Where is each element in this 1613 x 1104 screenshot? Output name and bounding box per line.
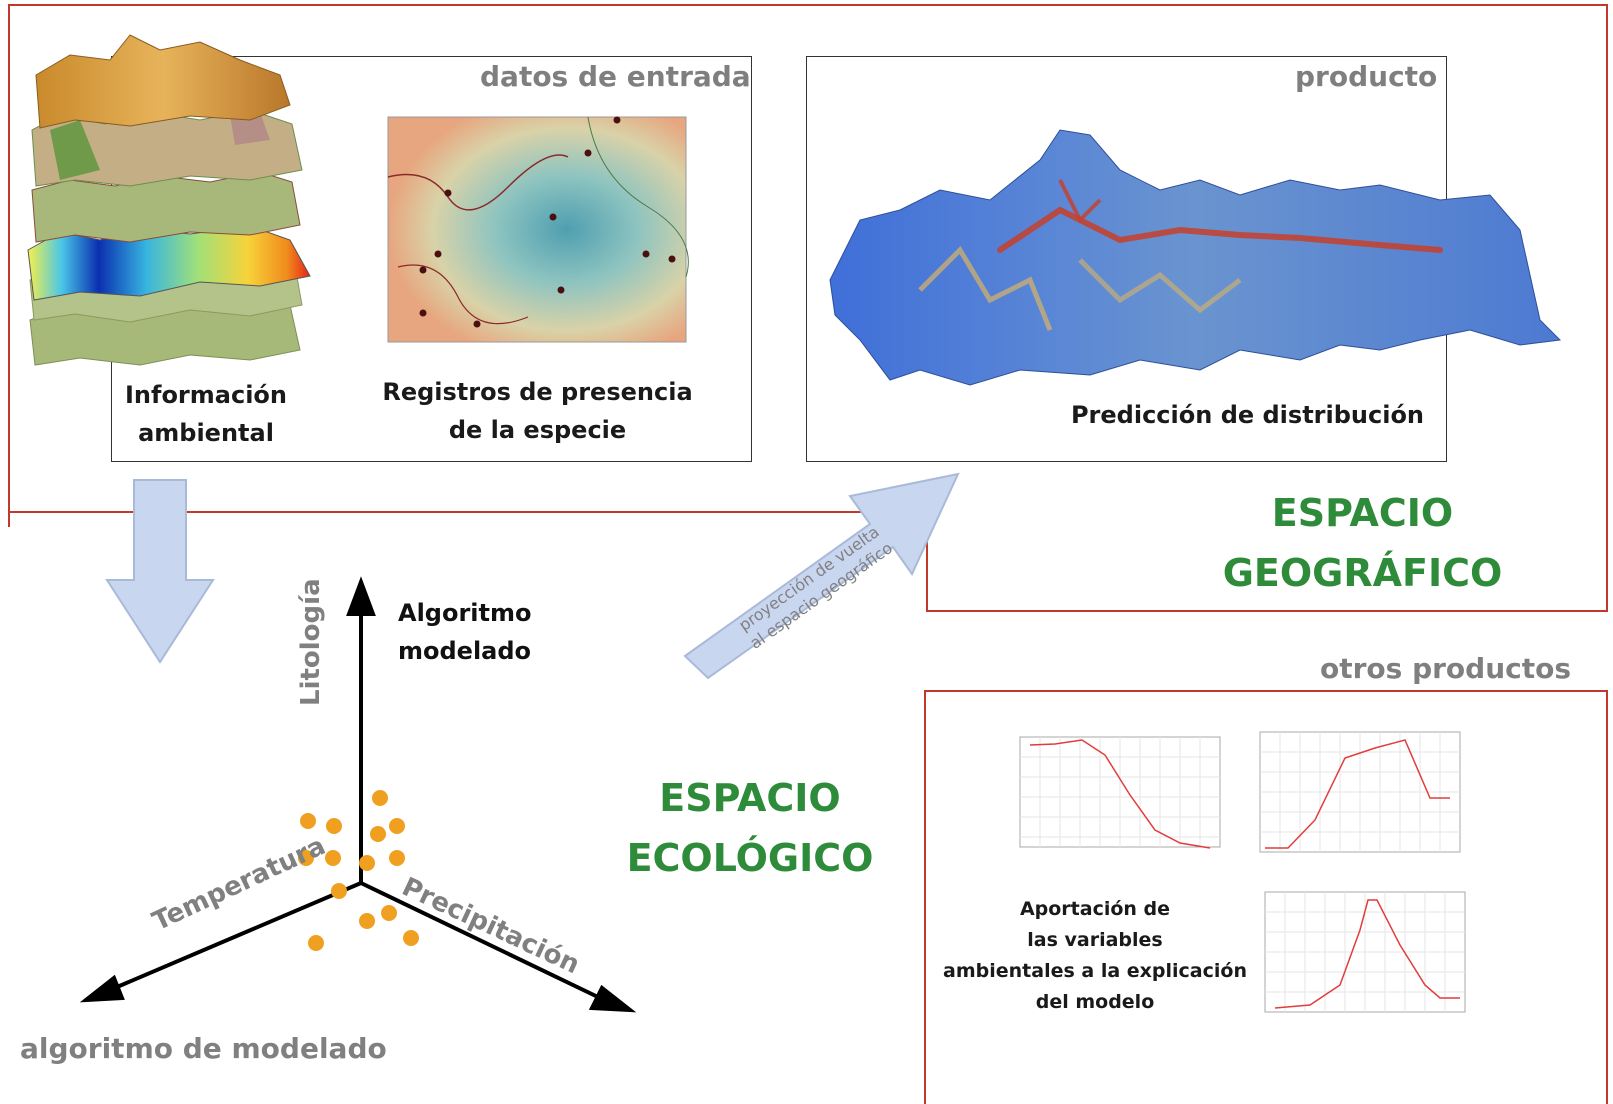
response-curve-2 [1259, 731, 1461, 853]
environmental-layers-image [27, 34, 311, 366]
presence-points [419, 116, 676, 328]
variable-contribution-description: Aportación de las variables ambientales … [943, 898, 1247, 1013]
frame-step-edge [926, 511, 928, 612]
geographic-space-title: ESPACIO GEOGRÁFICO [1222, 491, 1503, 595]
distribution-prediction-label: Predicción de distribución [1070, 401, 1425, 429]
left-axis [109, 881, 362, 992]
left-axis-arrowhead [79, 974, 125, 1003]
ecological-points [298, 790, 419, 951]
distribution-prediction-map [829, 129, 1562, 386]
right-axis-arrowhead [588, 984, 637, 1013]
vertical-axis-label: Litología [296, 578, 326, 706]
other-products-heading: otros productos [1320, 652, 1572, 685]
response-curve-1 [1019, 736, 1221, 849]
frame-bottom-right-edge [926, 610, 1608, 612]
other-products-frame [924, 690, 1608, 1104]
environmental-info-label: Información ambiental [124, 381, 287, 447]
right-axis [360, 881, 601, 1000]
ecological-space-title: ESPACIO ECOLÓGICO [626, 776, 874, 880]
down-arrow-icon [105, 479, 215, 664]
presence-records-map [387, 116, 689, 343]
presence-records-label: Registros de presencia de la especie [382, 378, 693, 444]
product-heading: producto [1295, 60, 1438, 93]
frame-bottom-left-edge [8, 511, 928, 513]
input-data-heading: datos de entrada [480, 60, 751, 93]
caption: algoritmo de modelado [20, 1032, 387, 1065]
projection-arrow-icon [683, 472, 960, 680]
vertical-axis-arrowhead [346, 576, 376, 616]
frame-right-edge [1606, 4, 1608, 612]
response-curve-3 [1264, 891, 1466, 1013]
algorithm-label: Algoritmo modelado [398, 599, 532, 665]
ecological-axes [79, 576, 637, 1013]
